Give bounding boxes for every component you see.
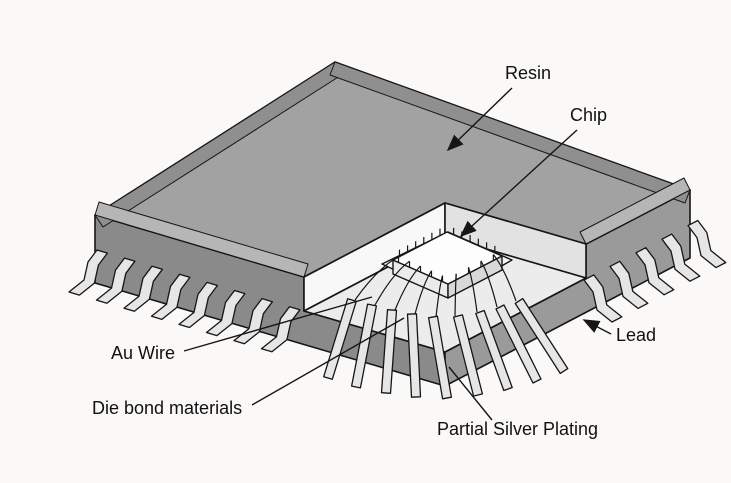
- chip-assembly: [354, 227, 517, 318]
- bond-wire-left-5: [435, 275, 444, 318]
- front-fan-leads: [323, 297, 569, 400]
- outer-leads: [68, 219, 727, 353]
- outer-lead-right-1: [583, 274, 623, 323]
- outer-lead-right-4: [661, 233, 701, 282]
- silver-plating-line: [448, 366, 493, 421]
- annotations: Resin Chip Lead Au Wire Die bond materia…: [92, 63, 656, 439]
- au-wire-line: [183, 296, 373, 352]
- outer-lead-left-8: [260, 306, 301, 353]
- fan-lead-9: [514, 297, 569, 375]
- bevel-back-right: [329, 61, 691, 204]
- label-chip: Chip: [570, 105, 607, 125]
- bond-wire-right-3: [480, 260, 498, 308]
- bond-wire-left-3: [394, 265, 421, 311]
- bevel-front-left: [94, 201, 309, 278]
- fan-lead-4: [406, 313, 422, 398]
- label-lead: Lead: [616, 325, 656, 345]
- lead-arrow: [582, 319, 612, 335]
- outer-lead-left-5: [178, 281, 219, 329]
- fan-lead-8: [495, 304, 542, 384]
- die-bond-line: [251, 317, 405, 406]
- outer-lead-left-6: [205, 289, 246, 337]
- label-resin: Resin: [505, 63, 551, 83]
- bond-stitch-marks: [398, 227, 496, 257]
- label-die-bond: Die bond materials: [92, 398, 242, 418]
- bond-wire-right-1: [454, 273, 457, 317]
- outer-lead-left-3: [123, 265, 164, 312]
- bond-wire-left-4: [414, 270, 433, 315]
- gold-bond-wires: [354, 254, 517, 318]
- outer-lead-right-5: [687, 219, 727, 269]
- resin-arrow: [446, 87, 513, 152]
- fan-lead-5: [427, 315, 453, 400]
- outer-lead-right-3: [635, 247, 675, 296]
- fan-lead-7: [475, 309, 513, 392]
- bond-wire-right-2: [467, 267, 478, 313]
- package-body: [94, 61, 691, 387]
- fan-lead-2: [350, 303, 378, 389]
- outer-lead-left-1: [68, 249, 109, 296]
- bond-wire-left-1: [354, 255, 399, 301]
- bond-wire-right-4: [492, 254, 517, 302]
- outer-lead-left-2: [95, 257, 136, 304]
- fan-lead-3: [380, 309, 398, 394]
- outer-lead-left-7: [233, 297, 274, 345]
- outer-lead-right-2: [609, 260, 649, 310]
- outer-lead-left-4: [150, 273, 191, 321]
- chip-arrow: [459, 129, 578, 238]
- fan-lead-6: [452, 314, 484, 397]
- label-silver-plating: Partial Silver Plating: [437, 419, 598, 439]
- label-au-wire: Au Wire: [111, 343, 175, 363]
- bevel-front-right: [579, 177, 691, 245]
- bond-wire-left-2: [374, 260, 410, 306]
